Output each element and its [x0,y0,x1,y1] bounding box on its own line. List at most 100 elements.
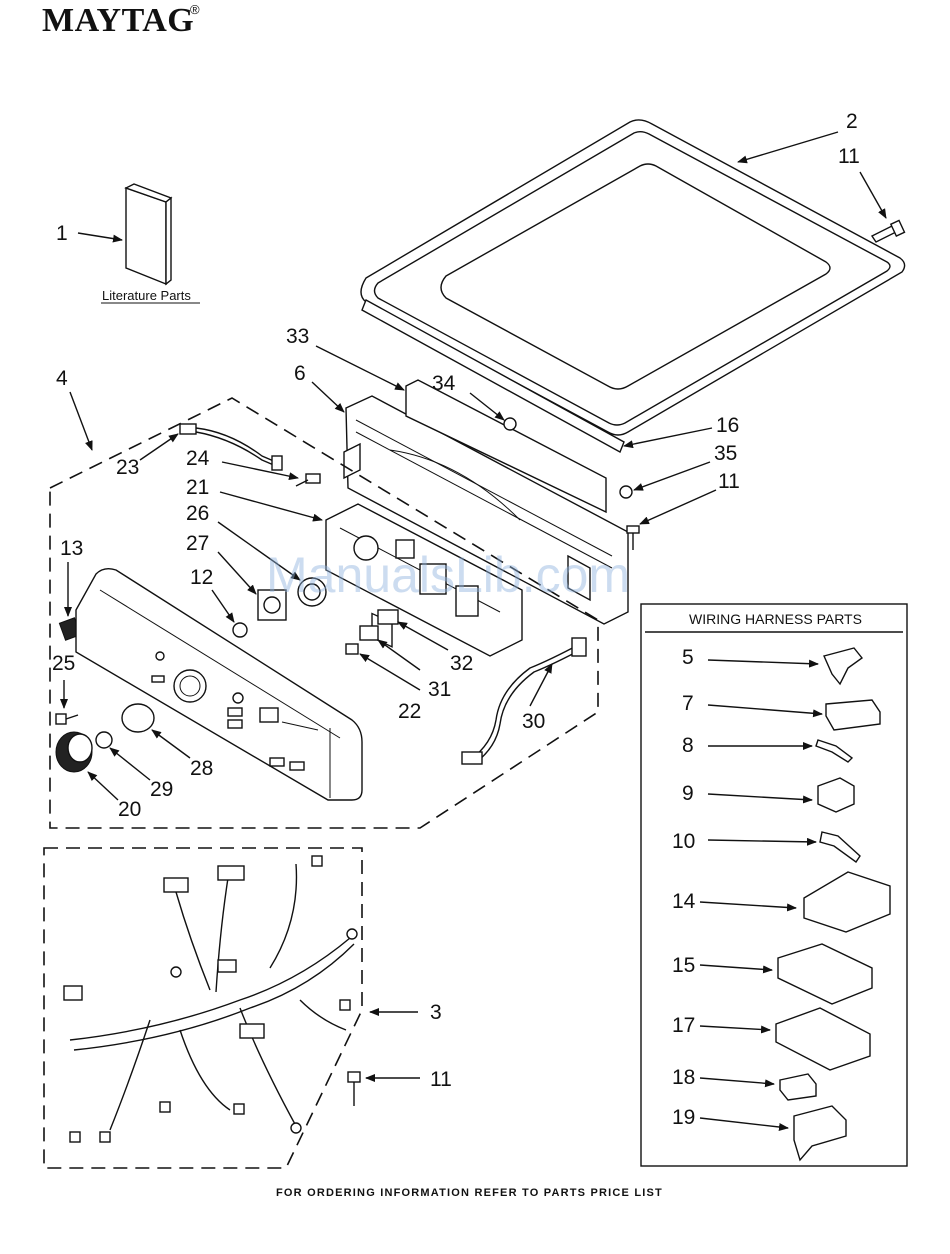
grommet-35 [620,486,632,498]
callout-21: 21 [186,476,209,499]
leader-28 [152,730,190,758]
callout-13: 13 [60,537,83,560]
callout-10: 10 [672,830,695,853]
terminal-8 [816,740,852,762]
callout-17: 17 [672,1014,695,1037]
callout-19: 19 [672,1106,695,1129]
connector-7 [826,700,880,730]
callout-27: 27 [186,532,209,555]
callout-14: 14 [672,890,696,913]
screw-24 [296,474,320,486]
callout-20: 20 [118,798,141,821]
callout-1: 1 [56,222,68,245]
leader-19 [700,1118,788,1128]
watermark: ManualsLib.com [266,547,630,603]
leader-27 [218,552,256,594]
callout-30: 30 [522,710,545,733]
callout-16: 16 [716,414,739,437]
callout-31: 31 [428,678,451,701]
knob-20 [56,732,92,772]
leader-2 [738,132,838,162]
callout-11a: 11 [838,145,860,168]
callout-28: 28 [190,757,213,780]
housing-9 [818,778,854,812]
leader-23 [140,434,178,460]
leader-12 [212,590,234,622]
literature-booklet [126,184,171,284]
callout-12: 12 [190,566,213,589]
brand-logo: MAYTAG [42,2,194,39]
leader-10 [708,840,816,842]
leader-9 [708,794,812,800]
connector-18 [780,1074,816,1100]
callout-25: 25 [52,652,75,675]
leader-6 [312,382,344,412]
callout-22: 22 [398,700,421,723]
leader-17 [700,1026,770,1030]
leader-4 [70,392,92,450]
screw-11-bottom [348,1072,360,1106]
leader-5 [708,660,818,664]
callout-29: 29 [150,778,173,801]
callout-4: 4 [56,367,68,390]
connector-block-15 [778,944,872,1004]
callout-35: 35 [714,442,737,465]
terminal-10 [820,832,860,862]
leader-29 [110,748,150,780]
callout-11b: 11 [718,470,740,493]
callout-8: 8 [682,734,694,757]
connector-block-17 [776,1008,870,1070]
leader-15 [700,965,772,970]
callout-3: 3 [430,1001,442,1024]
leader-18 [700,1078,774,1084]
callout-6: 6 [294,362,306,385]
grommet-34 [504,418,516,430]
wiring-box-title: WIRING HARNESS PARTS [689,611,862,627]
leader-14 [700,902,796,908]
ring-28 [122,704,154,732]
leader-30 [530,664,552,706]
callout-2: 2 [846,110,858,133]
leader-21 [220,492,322,520]
connector-32 [378,610,398,624]
brand-registered-mark: ® [190,2,200,17]
leader-11b [640,490,716,524]
callout-7: 7 [682,692,694,715]
clip-5 [824,648,862,684]
footer-note: FOR ORDERING INFORMATION REFER TO PARTS … [276,1187,663,1199]
leader-11a [860,172,886,218]
callout-24: 24 [186,447,210,470]
screw-25 [56,714,78,724]
main-wire-harness-3 [64,856,357,1142]
washer-12 [233,623,247,637]
main-harness-boundary [44,848,362,1168]
knob-insert-29 [96,732,112,748]
callout-32: 32 [450,652,473,675]
callout-34: 34 [432,372,456,395]
leader-31 [378,640,420,670]
callout-5: 5 [682,646,694,669]
callout-33: 33 [286,325,309,348]
callout-11c: 11 [430,1068,452,1091]
leader-1 [78,233,122,240]
connector-22 [346,644,358,654]
leader-24 [222,462,298,478]
screw-11-top [872,220,904,242]
connector-19 [794,1106,846,1160]
callout-26: 26 [186,502,209,525]
leader-20 [88,772,118,800]
wire-harness-30 [462,638,586,764]
leader-22 [360,654,420,690]
connector-block-14 [804,872,890,932]
leader-35 [634,462,710,490]
callout-23: 23 [116,456,139,479]
leader-33 [316,346,404,390]
callout-9: 9 [682,782,694,805]
leader-7 [708,705,822,714]
callout-15: 15 [672,954,695,977]
leader-16 [624,428,712,446]
connector-31 [360,626,378,640]
callout-18: 18 [672,1066,695,1089]
literature-label: Literature Parts [102,288,191,303]
